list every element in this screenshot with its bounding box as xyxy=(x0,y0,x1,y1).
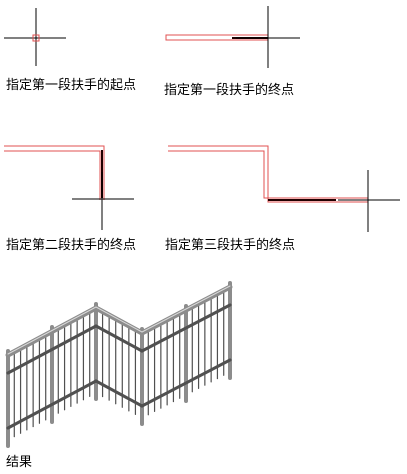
step3-crosshair xyxy=(72,172,134,230)
rail-segment-3 xyxy=(168,145,368,203)
handrail xyxy=(6,324,98,375)
step1-caption: 指定第一段扶手的起点 xyxy=(6,78,137,93)
handrail xyxy=(94,324,144,353)
handrail xyxy=(94,379,144,408)
step4-segment xyxy=(168,145,400,232)
handrail xyxy=(139,284,233,336)
rail-highlight xyxy=(7,306,97,355)
step3-caption: 指定第二段扶手的终点 xyxy=(6,238,137,253)
rail-segment-2 xyxy=(4,145,105,200)
handrail xyxy=(140,358,232,408)
step2-segment xyxy=(165,6,300,68)
pick-box xyxy=(32,34,40,42)
step2-crosshair xyxy=(236,6,300,68)
handrail xyxy=(5,305,99,358)
handrail xyxy=(140,303,232,353)
handrail xyxy=(93,305,145,336)
rail-highlight xyxy=(141,285,231,333)
rail-highlight xyxy=(95,306,143,333)
step1-crosshair xyxy=(4,8,66,66)
step4-crosshair xyxy=(338,170,400,232)
result-railing xyxy=(5,281,233,448)
step2-caption: 指定第一段扶手的终点 xyxy=(164,83,295,98)
step3-segment xyxy=(4,145,134,230)
handrail xyxy=(6,379,98,430)
step4-caption: 指定第三段扶手的终点 xyxy=(165,238,296,253)
result-caption: 结果 xyxy=(6,455,33,470)
